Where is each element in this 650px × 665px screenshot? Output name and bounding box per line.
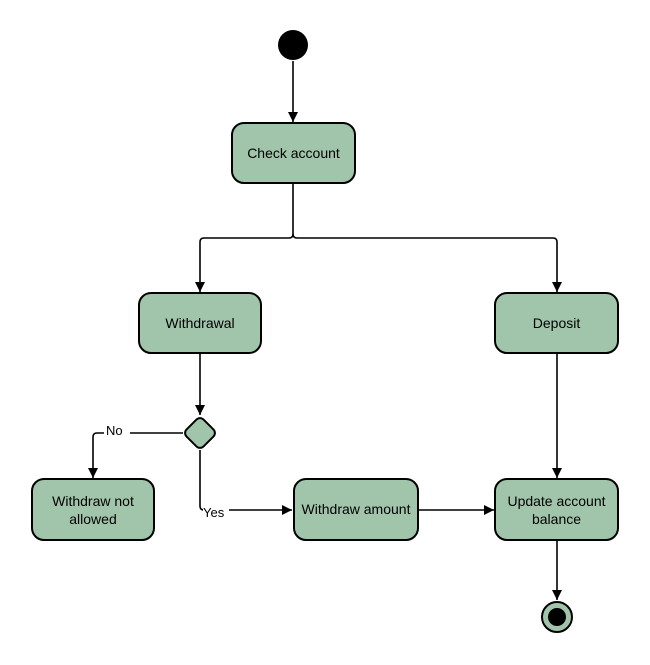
activity-withdrawal: Withdrawal [138, 292, 262, 354]
activity-withdraw-not-allowed: Withdraw not allowed [31, 478, 155, 541]
deposit-label: Deposit [533, 315, 581, 331]
withdraw-not-allowed-label-line2: allowed [69, 511, 116, 527]
activity-update-account-balance: Update account balance [494, 478, 619, 541]
withdraw-amount-label: Withdraw amount [302, 501, 411, 517]
withdrawal-shape [138, 292, 262, 354]
edge-check-account-to-withdrawal [195, 183, 294, 292]
initial-node [278, 30, 308, 60]
yes-edge-label: Yes [203, 505, 225, 520]
no-label-background [104, 423, 130, 438]
final-node [541, 601, 573, 633]
yes-label-background [203, 504, 229, 519]
check-account-shape [231, 122, 356, 184]
update-account-balance-label-line1: Update account [507, 493, 605, 509]
update-account-balance-label-line2: balance [532, 511, 581, 527]
no-edge-label: No [106, 423, 123, 438]
withdraw-not-allowed-label-line1: Withdraw not [52, 493, 134, 509]
edge-decision-no-to-withdraw-not-allowed [88, 432, 183, 478]
decision-diamond [184, 417, 216, 449]
withdrawal-label: Withdrawal [165, 315, 234, 331]
activity-check-account: Check account [231, 122, 356, 184]
deposit-shape [494, 292, 619, 354]
final-node-core [548, 608, 566, 626]
withdraw-amount-shape [293, 478, 419, 541]
withdraw-not-allowed-shape [31, 478, 155, 541]
update-account-balance-shape [494, 478, 619, 541]
edge-decision-yes-to-withdraw-amount [199, 450, 292, 515]
edge-check-account-to-deposit [292, 233, 562, 292]
activity-deposit: Deposit [494, 292, 619, 354]
activity-withdraw-amount: Withdraw amount [293, 478, 419, 541]
check-account-label: Check account [247, 145, 340, 161]
